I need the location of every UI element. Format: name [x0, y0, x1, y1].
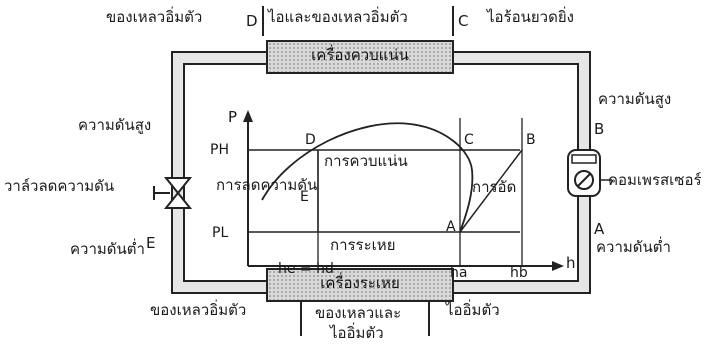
- top-superheated: ไอร้อนยวดยิ่ง: [487, 8, 574, 26]
- bottom-liq-vap-2: ไออิ่มตัว: [330, 324, 384, 342]
- condenser-label: เครื่องควบแน่น: [311, 46, 409, 64]
- bottom-sat-vapor: ไออิ่มตัว: [446, 301, 500, 319]
- pipe-left-bottom-inner: [183, 250, 268, 282]
- left-high-pressure: ความดันสูง: [78, 116, 152, 134]
- pipe-fill-right-top: [579, 53, 589, 150]
- ph-label-pl: PL: [212, 225, 229, 241]
- ph-he-hd: he = hd: [278, 261, 334, 277]
- ph-condensation: การควบแน่น: [324, 152, 408, 170]
- left-point-e: E: [146, 234, 156, 252]
- pipe-fill-top-left: [173, 53, 268, 63]
- saturation-dome: [261, 122, 474, 233]
- divider-top-left: [262, 6, 264, 36]
- condenser-box: [266, 40, 454, 74]
- divider-top-right: [452, 6, 454, 36]
- compressor-head: [571, 154, 597, 164]
- valve-icon-lower: [163, 191, 193, 209]
- compressor-rotor-arm: [577, 173, 591, 187]
- pipe-fill-left: [173, 53, 183, 292]
- right-high-pressure: ความดันสูง: [598, 90, 672, 108]
- compressor-label: คอมเพรสเซอร์: [608, 171, 702, 189]
- pipe-fill-bottom-left: [173, 282, 268, 292]
- ph-hb: hb: [510, 265, 528, 281]
- right-point-a: A: [594, 220, 605, 238]
- top-point-c: C: [458, 12, 469, 30]
- valve-icon: [163, 177, 193, 195]
- pipe-right-bottom-inner: [452, 196, 579, 282]
- top-sat-liquid: ของเหลวอิ่มตัว: [106, 8, 203, 26]
- pipe-fill-top-right: [452, 53, 589, 63]
- ph-axis-h-arrow: [552, 261, 564, 271]
- pipe-left-inner: [183, 63, 268, 250]
- evaporator-box: [266, 268, 454, 302]
- ph-point-d: D: [305, 132, 316, 148]
- compression-line: [459, 149, 523, 233]
- pipe-right-top-outer: [452, 51, 591, 150]
- top-point-d: D: [246, 12, 258, 30]
- ph-point-b: B: [526, 132, 536, 148]
- pipe-left-bottom-outer: [171, 250, 268, 294]
- divider-bottom-right: [428, 300, 430, 336]
- pipe-right-bottom-outer: [452, 196, 591, 294]
- pipe-fill-right-bottom: [579, 196, 589, 292]
- divider-bottom-left: [300, 300, 302, 336]
- right-low-pressure: ความดันต่ำ: [596, 238, 671, 256]
- pipe-fill-bottom-right: [452, 282, 589, 292]
- ph-point-a: A: [446, 219, 456, 235]
- bottom-liq-vap-1: ของเหลวและ: [315, 304, 402, 322]
- bottom-sat-liquid: ของเหลวอิ่มตัว: [150, 301, 247, 319]
- ph-ha: ha: [450, 265, 468, 281]
- ph-evaporation: การระเหย: [330, 236, 396, 254]
- ph-compression: การอัด: [472, 178, 517, 196]
- ph-axis-p-label: P: [228, 108, 238, 126]
- pipe-right-top-inner: [452, 63, 579, 150]
- right-point-b: B: [594, 120, 605, 138]
- left-low-pressure: ความดันต่ำ: [70, 240, 145, 258]
- valve-label: วาล์วลดความดัน: [4, 177, 115, 195]
- ph-label-ph: PH: [210, 142, 229, 158]
- ph-expansion: การลดความดัน: [216, 176, 318, 194]
- ph-point-c: C: [464, 132, 474, 148]
- ph-axis-p-arrow: [243, 110, 253, 122]
- ph-axis-h-label: h: [566, 254, 576, 272]
- ph-point-e: E: [300, 189, 309, 205]
- evaporator-label: เครื่องระเหย: [320, 274, 400, 292]
- top-vapor-liquid: ไอและของเหลวอิ่มตัว: [268, 8, 408, 26]
